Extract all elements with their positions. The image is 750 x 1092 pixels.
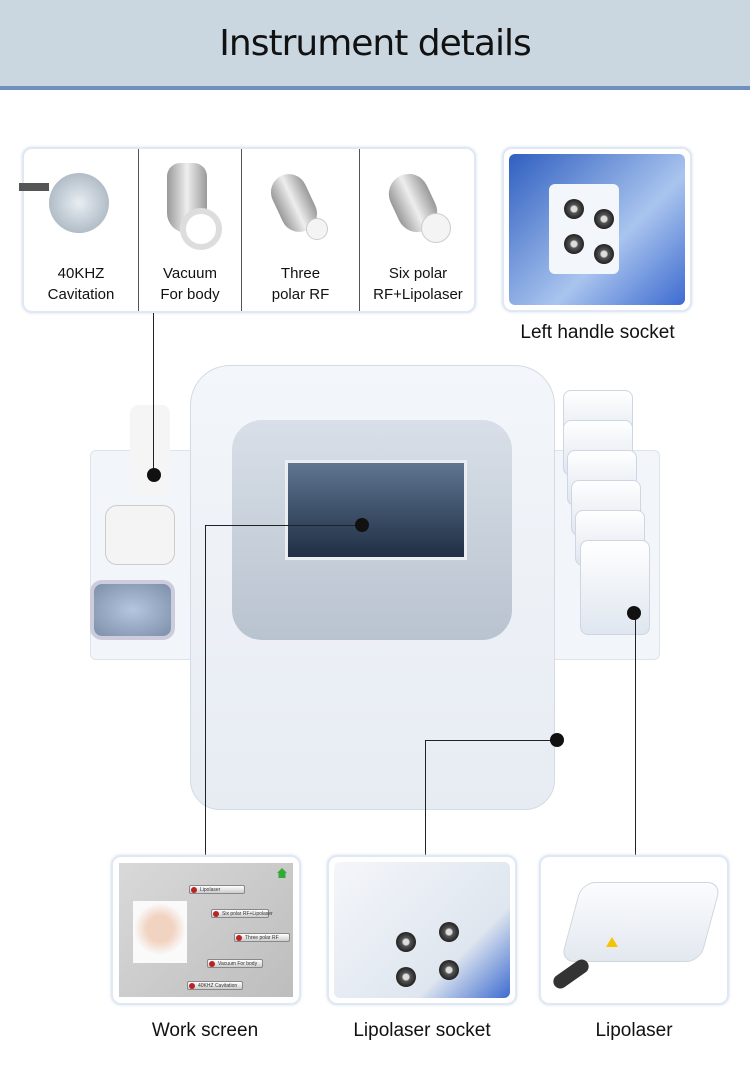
work-screen-caption: Work screen xyxy=(151,1020,259,1041)
leader-line xyxy=(205,525,206,855)
menu-six-polar: Six polar RF+Lipolaser xyxy=(211,909,273,918)
leader-line xyxy=(425,740,557,741)
leader-line xyxy=(205,525,362,526)
pointer-dot xyxy=(627,606,641,620)
menu-vacuum: Vacuum For body xyxy=(207,959,263,968)
pointer-dot xyxy=(355,518,369,532)
menu-lipolaser: Lipolaser xyxy=(189,885,245,894)
pointer-dot xyxy=(550,733,564,747)
handle-label: 40KHZ xyxy=(57,265,105,282)
lipolaser-socket-caption: Lipolaser socket xyxy=(353,1020,491,1041)
lipolaser-pad-photo xyxy=(546,862,722,998)
home-icon xyxy=(277,868,287,878)
laser-warning-icon xyxy=(606,937,618,947)
page-header: Instrument details xyxy=(0,0,750,90)
work-screen-photo: Lipolaser Six polar RF+Lipolaser Three p… xyxy=(119,863,293,997)
handle-label: Three xyxy=(280,265,321,282)
lipolaser-socket-photo xyxy=(334,862,510,998)
lipolaser-socket-panel xyxy=(327,855,517,1005)
machine-screen xyxy=(285,460,467,560)
lipolaser-panel xyxy=(539,855,729,1005)
handle-label: RF+Lipolaser xyxy=(373,286,463,303)
left-socket-photo xyxy=(509,154,685,305)
machine-image xyxy=(85,365,670,815)
leader-line xyxy=(635,613,636,855)
handle-label: Cavitation xyxy=(47,286,115,303)
face-image xyxy=(133,901,187,963)
rf-head-image xyxy=(264,163,336,253)
cavitation-head-image xyxy=(19,163,129,253)
handle-label: polar RF xyxy=(271,286,330,303)
menu-cavitation: 40KHZ Cavitation xyxy=(187,981,243,990)
left-socket-caption: Left handle socket xyxy=(520,322,675,343)
leader-line xyxy=(153,313,154,475)
leader-line xyxy=(425,740,426,855)
vacuum-head-image xyxy=(155,163,225,253)
work-screen-panel: Lipolaser Six polar RF+Lipolaser Three p… xyxy=(111,855,301,1005)
six-polar-head-image xyxy=(382,163,453,253)
handle-three-polar-rf: Three polar RF xyxy=(242,149,360,311)
handle-label: For body xyxy=(160,286,220,303)
menu-three-polar: Three polar RF xyxy=(234,933,290,942)
handle-label: Vacuum xyxy=(163,265,217,282)
left-socket-panel xyxy=(502,147,692,312)
pointer-dot xyxy=(147,468,161,482)
handle-label: Six polar xyxy=(388,265,448,282)
lipolaser-caption: Lipolaser xyxy=(595,1020,673,1041)
handle-cavitation: 40KHZ Cavitation xyxy=(19,149,139,311)
page-title: Instrument details xyxy=(219,22,531,64)
